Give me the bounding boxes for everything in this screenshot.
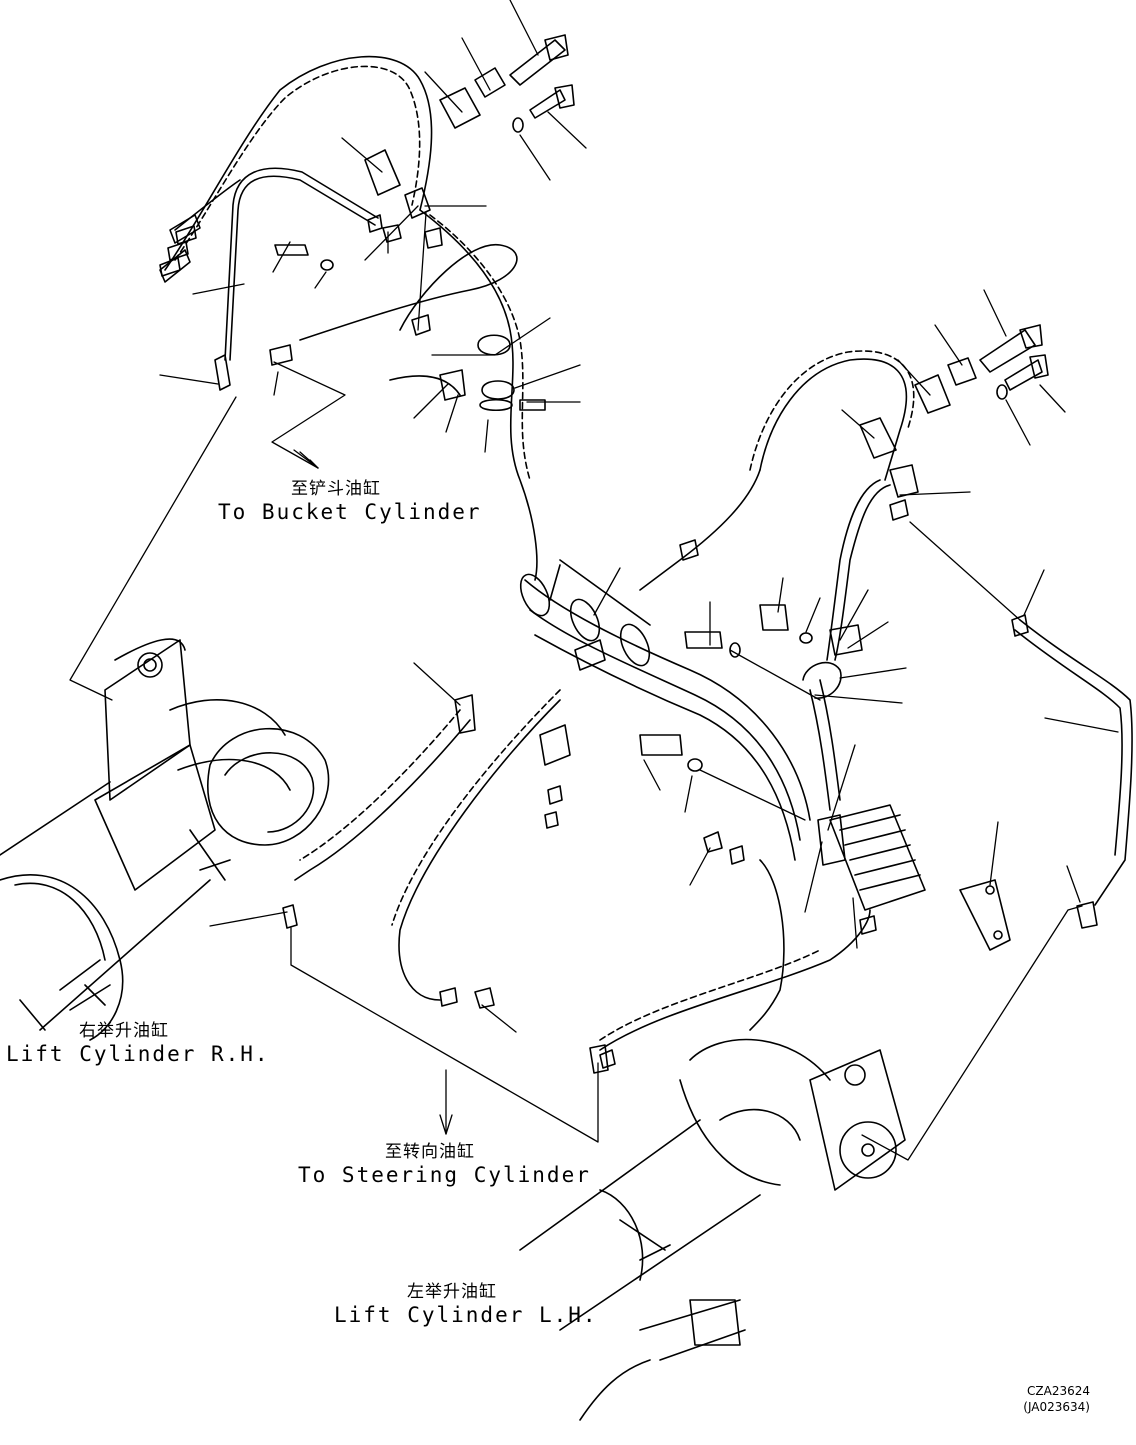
central-tubes — [294, 559, 1011, 1051]
small-parts — [159, 34, 1098, 1074]
steering-cylinder-label-en: To Steering Cylinder — [298, 1162, 591, 1187]
lift-cylinder-lh-label-en: Lift Cylinder L.H. — [334, 1302, 598, 1327]
leader-lines — [69, 0, 1119, 1161]
steering-cylinder-label-zh: 至转向油缸 — [385, 1142, 475, 1162]
drawing-code-secondary: (JA023634) — [1023, 1399, 1090, 1414]
hose-fittings — [159, 214, 909, 1069]
bucket-cylinder-label-zh: 至铲斗油缸 — [291, 479, 381, 499]
steering-cylinder-label: 至转向油缸 To Steering Cylinder — [298, 1142, 591, 1187]
lift-cylinder-rh-label-en: Lift Cylinder R.H. — [6, 1041, 270, 1066]
drawing-code-primary: CZA23624 — [1027, 1384, 1090, 1398]
hose-group-top — [164, 55, 538, 581]
bucket-cylinder-label: 至铲斗油缸 To Bucket Cylinder — [218, 479, 482, 524]
lift-cylinder-lh-label: 左举升油缸 Lift Cylinder L.H. — [334, 1282, 598, 1327]
lift-cylinder-rh-label-zh: 右举升油缸 — [79, 1021, 169, 1041]
lift-cylinder-rh — [0, 638, 330, 1041]
lift-cylinder-lh-label-zh: 左举升油缸 — [407, 1282, 497, 1302]
bucket-cylinder-label-en: To Bucket Cylinder — [218, 499, 482, 524]
lift-cylinder-rh-label: 右举升油缸 Lift Cylinder R.H. — [6, 1021, 270, 1066]
lift-cylinder-lh — [519, 1038, 906, 1421]
drawing-code: CZA23624 (JA023634) — [1010, 1384, 1090, 1415]
hose-group-right — [639, 350, 1133, 906]
